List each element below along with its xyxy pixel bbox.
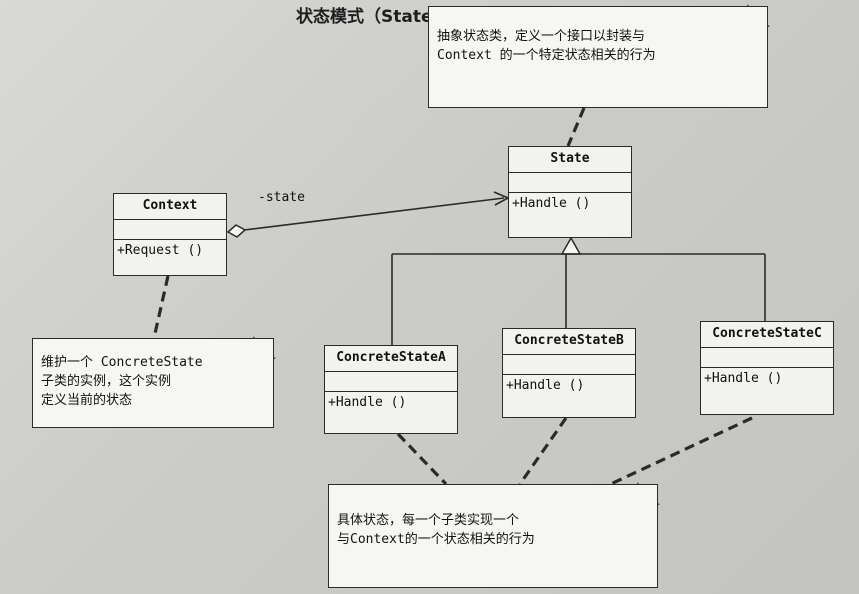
class-concrete-state-c-name: ConcreteStateC — [701, 322, 833, 348]
class-context: Context +Request () — [113, 193, 227, 276]
inheritance-triangle — [560, 236, 582, 255]
note-concrete-states: 具体状态，每一个子类实现一个 与Context的一个状态相关的行为 — [328, 484, 658, 588]
aggregation-diamond — [226, 224, 247, 238]
class-context-attributes — [114, 220, 226, 240]
class-concrete-state-c-operation: +Handle () — [704, 371, 783, 386]
note-context-line-1: 维护一个 ConcreteState — [41, 355, 203, 370]
class-state-name: State — [509, 147, 631, 173]
note-concrete-line-1: 具体状态，每一个子类实现一个 — [337, 513, 520, 528]
class-concrete-state-c-attributes — [701, 348, 833, 368]
class-context-name: Context — [114, 194, 226, 220]
class-context-operation: +Request () — [117, 243, 204, 258]
note-state-line-2: Context 的一个特定状态相关的行为 — [437, 48, 656, 63]
concrete-c-note-anchor — [597, 416, 753, 492]
association-label: -state — [258, 190, 305, 205]
note-state: 抽象状态类，定义一个接口以封装与 Context 的一个特定状态相关的行为 — [428, 6, 768, 108]
note-context: 维护一个 ConcreteState 子类的实例，这个实例 定义当前的状态 — [32, 338, 274, 428]
class-concrete-state-b-operation: +Handle () — [506, 378, 585, 393]
context-note-anchor — [152, 275, 170, 339]
note-state-line-1: 抽象状态类，定义一个接口以封装与 — [437, 29, 646, 44]
class-concrete-state-a: ConcreteStateA +Handle () — [324, 345, 458, 434]
class-concrete-state-a-attributes — [325, 372, 457, 392]
class-concrete-state-a-operation: +Handle () — [328, 395, 407, 410]
class-concrete-state-b: ConcreteStateB +Handle () — [502, 328, 636, 418]
state-note-anchor — [566, 107, 586, 147]
class-concrete-state-c: ConcreteStateC +Handle () — [700, 321, 834, 415]
note-concrete-line-2: 与Context的一个状态相关的行为 — [337, 532, 535, 547]
note-context-line-2: 子类的实例，这个实例 — [41, 374, 172, 389]
association-line — [243, 197, 505, 231]
note-context-line-3: 定义当前的状态 — [41, 393, 133, 408]
class-concrete-state-a-name: ConcreteStateA — [325, 346, 457, 372]
class-concrete-state-b-attributes — [503, 355, 635, 375]
class-state: State +Handle () — [508, 146, 632, 238]
class-concrete-state-b-name: ConcreteStateB — [503, 329, 635, 355]
class-state-attributes — [509, 173, 631, 193]
class-state-operation: +Handle () — [512, 196, 591, 211]
concrete-a-note-anchor — [396, 432, 448, 486]
concrete-b-note-anchor — [518, 417, 568, 485]
